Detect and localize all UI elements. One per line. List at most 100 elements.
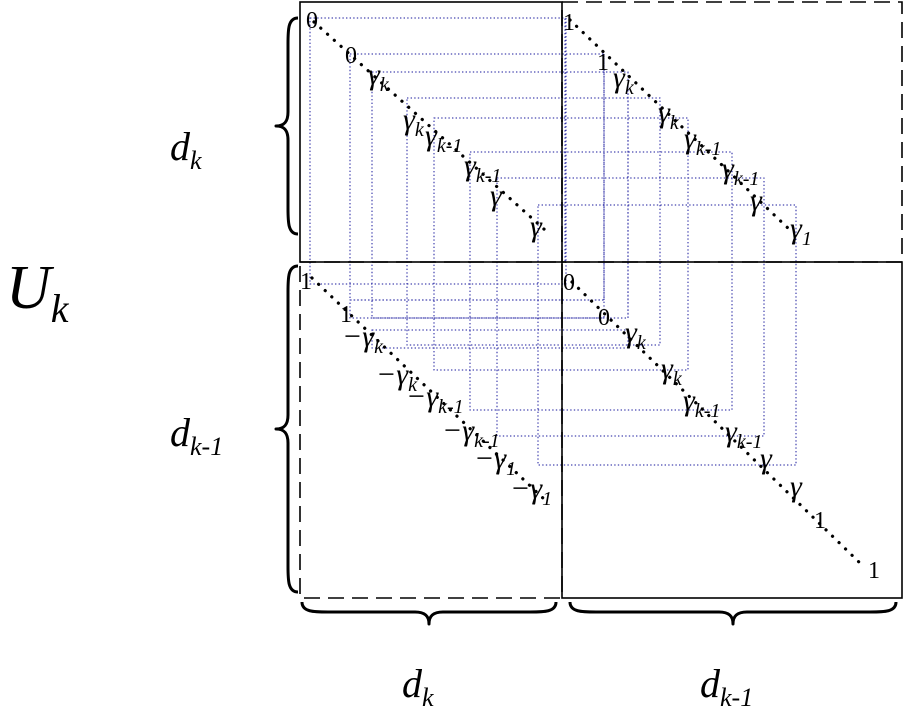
entry-top-right: γk-1 xyxy=(684,122,721,160)
entry-top-left: 0 xyxy=(345,43,357,69)
entry-bottom-right-subscript: k xyxy=(637,332,647,354)
entry-bottom-left-base: −γ xyxy=(376,358,409,391)
entry-bottom-right-base: γ xyxy=(683,384,696,417)
entry-top-left-base: γ xyxy=(403,103,416,136)
entry-top-right-subscript: k xyxy=(625,77,635,99)
entry-top-left: γk xyxy=(368,58,390,96)
entry-top-right-base: γ xyxy=(658,96,671,129)
bottom-left-block xyxy=(299,261,563,599)
entry-top-right-base: 1 xyxy=(563,10,575,36)
entry-bottom-left-base: −γ xyxy=(406,380,439,413)
col-label-left-subscript: k xyxy=(422,683,434,712)
entry-top-right-base: γ xyxy=(613,61,626,94)
entry-bottom-left-base: −γ xyxy=(442,414,475,447)
guide-rect xyxy=(496,177,765,437)
entry-top-right-base: 1 xyxy=(597,50,609,76)
entry-bottom-right-base: 0 xyxy=(598,305,610,331)
row-label-top: dk xyxy=(170,124,202,175)
entry-top-right-base: γ xyxy=(684,122,697,155)
col-label-right-base: d xyxy=(700,661,721,706)
entry-bottom-left: −γk xyxy=(376,358,418,396)
entry-bottom-right: γk-1 xyxy=(725,415,762,453)
col-label-left-base: d xyxy=(402,661,423,706)
entry-top-right-subscript: k-1 xyxy=(734,168,760,190)
entry-bottom-right: γk xyxy=(661,352,683,390)
entry-bottom-right: 1 xyxy=(814,508,826,534)
diagonal-dots xyxy=(310,18,864,567)
entry-bottom-left: −γ1 xyxy=(510,472,552,510)
entry-top-left: γk-1 xyxy=(425,119,462,157)
guide-rect xyxy=(469,151,733,411)
entry-bottom-right-subscript: k-1 xyxy=(695,400,721,422)
entry-bottom-left-subscript: k xyxy=(408,374,418,396)
top-right-block xyxy=(561,1,903,263)
block-boxes xyxy=(299,1,903,599)
entry-bottom-right-subscript: k-1 xyxy=(737,431,763,453)
entry-bottom-left-subscript: k xyxy=(374,336,384,358)
entry-top-right-base: γ xyxy=(790,212,803,245)
entry-bottom-right-base: γ xyxy=(661,352,674,385)
entry-bottom-right-base: 0 xyxy=(563,270,575,296)
entry-top-left-base: γ xyxy=(530,210,543,243)
diagonal-dotted-line xyxy=(570,280,864,567)
entry-top-left-base: γ xyxy=(464,149,477,182)
diagonal-dotted-line xyxy=(310,276,547,502)
entry-top-left-base: 0 xyxy=(306,8,318,34)
entry-bottom-left-base: 1 xyxy=(300,269,312,295)
entry-top-left: γ xyxy=(490,179,503,212)
entry-bottom-right-base: γ xyxy=(725,415,738,448)
row-label-bottom-base: d xyxy=(170,410,191,455)
entry-top-left-subscript: k xyxy=(380,74,390,96)
entry-bottom-right-base: 1 xyxy=(868,558,880,584)
entry-bottom-right: γ xyxy=(790,470,803,503)
entry-bottom-left: −γk-1 xyxy=(442,414,500,452)
entry-bottom-left: 1 xyxy=(340,302,352,328)
guide-rect xyxy=(537,204,797,466)
entry-top-right: γk xyxy=(658,96,680,134)
entry-top-left: γk-1 xyxy=(464,149,501,187)
entry-top-left: 0 xyxy=(306,8,318,34)
entry-top-left-subscript: k-1 xyxy=(437,135,463,157)
entry-bottom-left-base: −γ xyxy=(510,472,543,505)
row-label-bottom: dk-1 xyxy=(170,410,223,461)
entry-bottom-left-subscript: k-1 xyxy=(474,430,500,452)
entry-top-right-subscript: k-1 xyxy=(696,138,722,160)
entry-bottom-right: γk xyxy=(625,316,647,354)
entry-bottom-left-base: −γ xyxy=(474,442,507,475)
entry-top-left-subscript: k-1 xyxy=(476,165,502,187)
diagonal-dotted-line xyxy=(568,18,792,232)
col-brace-left xyxy=(300,601,558,626)
entry-bottom-right-subscript: k xyxy=(673,368,683,390)
row-label-top-base: d xyxy=(170,124,191,169)
entry-bottom-right: γ xyxy=(760,442,773,475)
entry-bottom-right: γk-1 xyxy=(683,384,720,422)
entry-top-right-subscript: 1 xyxy=(802,228,812,250)
guide-lines xyxy=(309,17,797,466)
row-brace-top xyxy=(274,16,299,236)
entry-bottom-left-base: −γ xyxy=(342,320,375,353)
entry-top-right: 1 xyxy=(597,50,609,76)
entry-bottom-left-subscript: 1 xyxy=(506,458,516,480)
entry-bottom-left: 1 xyxy=(300,269,312,295)
entry-bottom-right: 1 xyxy=(868,558,880,584)
entry-bottom-right-base: γ xyxy=(625,316,638,349)
guide-rect xyxy=(309,261,567,285)
entry-top-left-base: γ xyxy=(490,179,503,212)
entry-top-right: γk xyxy=(613,61,635,99)
guide-rect xyxy=(406,97,661,346)
col-brace-right xyxy=(568,601,898,626)
guide-rect xyxy=(433,117,689,371)
entry-bottom-right-base: γ xyxy=(760,442,773,475)
entry-bottom-left: −γ1 xyxy=(474,442,516,480)
entry-top-left-base: γ xyxy=(425,119,438,152)
entry-bottom-left: −γk-1 xyxy=(406,380,464,418)
entry-top-right-base: γ xyxy=(750,184,763,217)
entry-bottom-right: 0 xyxy=(598,305,610,331)
matrix-label-base: U xyxy=(6,254,55,322)
entry-top-right: γk-1 xyxy=(722,152,759,190)
entry-top-left: γ xyxy=(530,210,543,243)
row-label-top-subscript: k xyxy=(190,146,202,175)
